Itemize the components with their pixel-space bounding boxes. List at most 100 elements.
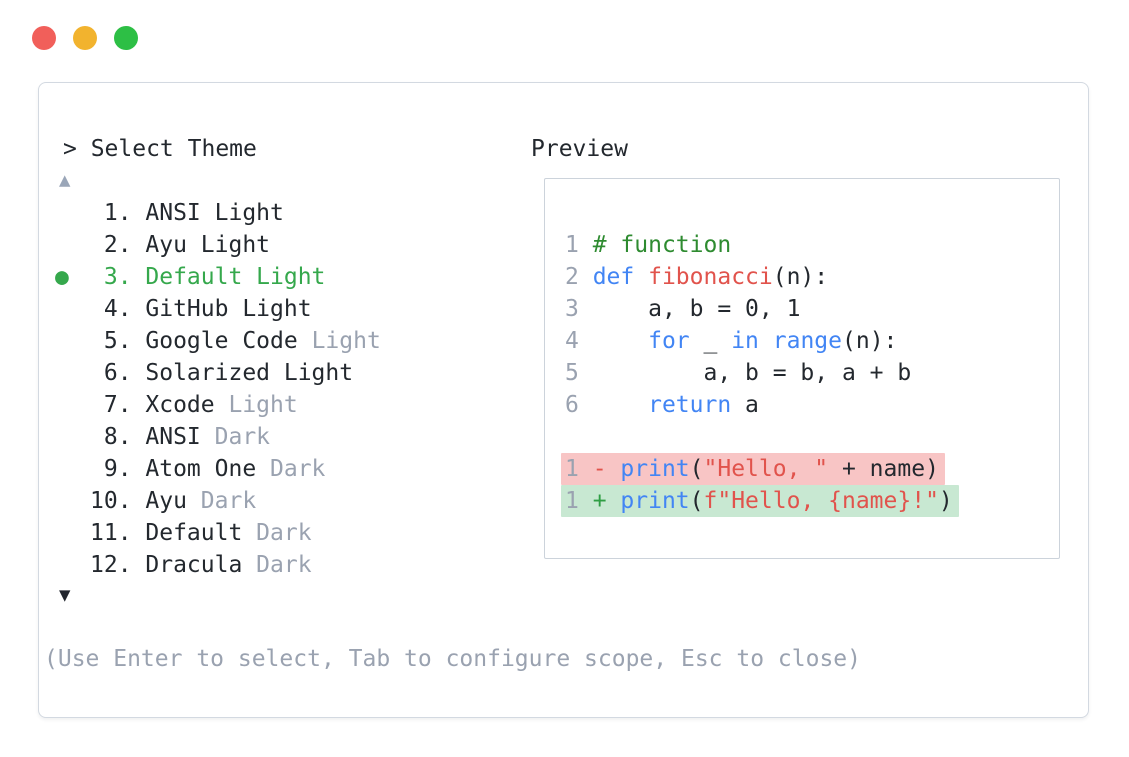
theme-list-item[interactable]: 5. Google Code Light (53, 325, 381, 357)
code-token: ( (689, 456, 704, 482)
selected-marker-icon (53, 357, 90, 389)
item-label-muted: Dark (256, 456, 326, 482)
code-token: print (620, 456, 690, 482)
selected-marker-icon (53, 229, 90, 261)
selected-marker-icon (53, 517, 90, 549)
theme-list-item[interactable]: 2. Ayu Light (53, 229, 381, 261)
code-token: a, b = b, a + b (592, 360, 912, 386)
item-label: ANSI (145, 424, 201, 450)
code-token: for (648, 328, 690, 354)
theme-list-item[interactable]: 7. Xcode Light (53, 389, 381, 421)
selected-marker-icon (53, 485, 90, 517)
close-button-icon[interactable] (32, 26, 56, 50)
theme-list-item[interactable]: 12. Dracula Dark (53, 549, 381, 581)
code-token: a (731, 392, 759, 418)
item-number: 3. (90, 264, 146, 290)
code-token (759, 328, 773, 354)
theme-list-item[interactable]: 1. ANSI Light (53, 197, 381, 229)
theme-list-item[interactable]: ● 3. Default Light (53, 261, 381, 293)
theme-picker-window: > Select Theme ▲ 1. ANSI Light 2. Ayu Li… (38, 82, 1089, 718)
theme-list-item[interactable]: 6. Solarized Light (53, 357, 381, 389)
code-token: _ (689, 328, 732, 354)
code-token: # function (592, 232, 732, 258)
code-token: + (592, 488, 621, 514)
code-token: ) (938, 488, 953, 514)
code-line-content: 1 # function (561, 229, 737, 261)
item-label: ANSI Light (145, 200, 284, 226)
minimize-button-icon[interactable] (73, 26, 97, 50)
line-number: 6 (565, 392, 593, 418)
code-line: 1 + print(f"Hello, {name}!") (561, 485, 959, 517)
line-number: 1 (565, 232, 593, 258)
selected-marker-icon (53, 549, 90, 581)
code-line-content: 5 a, b = b, a + b (561, 357, 917, 389)
line-number: 1 (565, 456, 593, 482)
item-label: Solarized Light (145, 360, 354, 386)
code-token: in (731, 328, 759, 354)
select-theme-prompt: > Select Theme (63, 136, 257, 162)
theme-list-item[interactable]: 4. GitHub Light (53, 293, 381, 325)
item-label: Ayu (145, 488, 187, 514)
item-label: Default Light (145, 264, 326, 290)
item-label: Google Code (145, 328, 298, 354)
code-line-content: 3 a, b = 0, 1 (561, 293, 806, 325)
item-number: 11. (90, 520, 146, 546)
item-number: 4. (90, 296, 146, 322)
item-label-muted: Light (297, 328, 381, 354)
code-line: 5 a, b = b, a + b (565, 357, 959, 389)
selected-marker-icon (53, 197, 90, 229)
code-token: print (620, 488, 690, 514)
scroll-down-icon[interactable]: ▼ (59, 584, 71, 606)
code-token: "Hello, " (703, 456, 829, 482)
item-label-muted: Dark (200, 424, 271, 450)
code-line-content: 1 - print("Hello, " + name) (561, 453, 945, 485)
theme-list-item[interactable]: 8. ANSI Dark (53, 421, 381, 453)
code-line: 4 for _ in range(n): (565, 325, 959, 357)
code-token: fibonacci (648, 264, 773, 290)
scroll-up-icon[interactable]: ▲ (59, 169, 71, 191)
item-label: Atom One (145, 456, 257, 482)
code-line: 1 - print("Hello, " + name) (561, 453, 959, 485)
item-number: 6. (90, 360, 146, 386)
theme-list-item[interactable]: 11. Default Dark (53, 517, 381, 549)
item-number: 2. (90, 232, 146, 258)
code-token (634, 264, 648, 290)
selected-marker-icon (53, 325, 90, 357)
code-token: (n): (842, 328, 898, 354)
code-token: ( (689, 488, 704, 514)
code-token (593, 392, 648, 418)
item-label: Ayu Light (145, 232, 271, 258)
selected-marker-icon: ● (55, 264, 69, 290)
code-line-content: 1 + print(f"Hello, {name}!") (561, 485, 959, 517)
code-line: 3 a, b = 0, 1 (565, 293, 959, 325)
item-number: 9. (90, 456, 146, 482)
item-number: 8. (90, 424, 146, 450)
item-label: Xcode (145, 392, 215, 418)
theme-list-item[interactable]: 9. Atom One Dark (53, 453, 381, 485)
preview-label: Preview (531, 136, 628, 162)
code-line: 1 # function (565, 229, 959, 261)
item-label: GitHub Light (145, 296, 312, 322)
item-label-muted: Light (214, 392, 298, 418)
item-label-muted: Dark (242, 552, 312, 578)
theme-list-item[interactable]: 10. Ayu Dark (53, 485, 381, 517)
line-number: 4 (565, 328, 593, 354)
selected-marker-icon (53, 453, 90, 485)
code-token: range (772, 328, 842, 354)
code-line: 6 return a (565, 389, 959, 421)
item-number: 10. (90, 488, 146, 514)
code-line-content: 4 for _ in range(n): (561, 325, 903, 357)
item-label: Default (145, 520, 243, 546)
code-token: a, b = 0, 1 (592, 296, 801, 322)
item-label-muted: Dark (186, 488, 257, 514)
keyboard-hint: (Use Enter to select, Tab to configure s… (44, 646, 861, 672)
code-token: return (648, 392, 732, 418)
window-controls (32, 26, 138, 50)
item-number: 5. (90, 328, 146, 354)
item-number: 7. (90, 392, 146, 418)
code-token: (n): (772, 264, 829, 290)
code-line (565, 421, 959, 453)
item-number: 12. (90, 552, 146, 578)
line-number: 2 (565, 264, 593, 290)
maximize-button-icon[interactable] (114, 26, 138, 50)
